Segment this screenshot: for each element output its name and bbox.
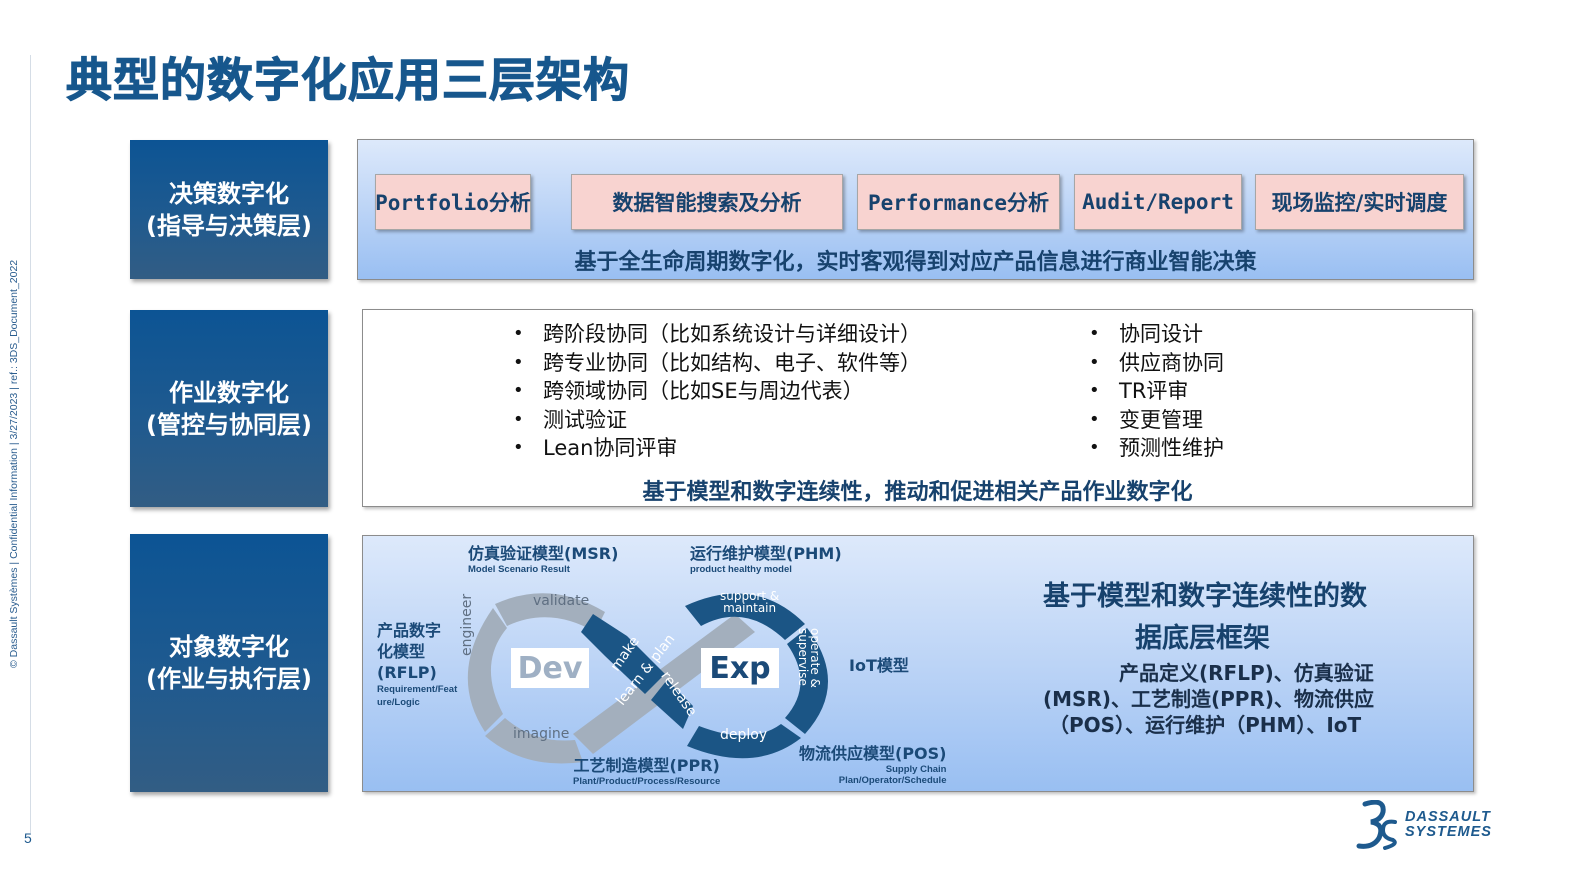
layer-label-decision: 决策数字化 (指导与决策层) (130, 140, 328, 279)
logo-text: DASSAULT SYSTEMES (1405, 810, 1492, 840)
model-msr: 仿真验证模型(MSR) Model Scenario Result (468, 540, 618, 575)
chip-portfolio-analysis[interactable]: Portfolio分析 (375, 174, 531, 230)
model-pos-subtitle-1: Supply Chain (885, 764, 947, 775)
model-phm-title: 运行维护模型(PHM) (690, 544, 842, 563)
logo-line-2: SYSTEMES (1405, 824, 1492, 840)
chip-performance-analysis[interactable]: Performance分析 (857, 174, 1060, 230)
object-layer-panel: validate engineer imagine make learn & p… (362, 535, 1474, 792)
framework-heading-1: 基于模型和数字连续性的数 (1043, 581, 1367, 612)
chip-audit-report[interactable]: Audit/Report (1074, 174, 1242, 230)
layer-label-subtitle: (作业与执行层) (146, 665, 312, 693)
operation-layer-panel: 跨阶段协同（比如系统设计与详细设计） 跨专业协同（比如结构、电子、软件等） 跨领… (362, 309, 1473, 507)
list-item: 跨专业协同（比如结构、电子、软件等） (513, 349, 921, 378)
loop-step-operate-supervise: operate & supervise (796, 628, 822, 688)
supervise-line: supervise (796, 628, 810, 686)
framework-body-1: 产品定义(RFLP)、仿真验证 (1119, 661, 1374, 685)
model-rflp-title-3: (RFLP) (377, 663, 437, 682)
layer-label-object: 对象数字化 (作业与执行层) (130, 534, 328, 792)
slide-title: 典型的数字化应用三层架构 (66, 53, 630, 108)
data-framework-description: 基于模型和数字连续性的数 据底层框架 产品定义(RFLP)、仿真验证 (MSR)… (1043, 576, 1463, 738)
framework-body-2: (MSR)、工艺制造(PPR)、物流供应 (1043, 687, 1374, 711)
list-item: 测试验证 (513, 406, 921, 435)
model-pos-subtitle-2: Plan/Operator/Schedule (838, 775, 947, 786)
list-item: 跨阶段协同（比如系统设计与详细设计） (513, 320, 921, 349)
layer-label-operation: 作业数字化 (管控与协同层) (130, 310, 328, 507)
model-pos-title: 物流供应模型(POS) (799, 744, 947, 763)
layer-label-title: 对象数字化 (169, 633, 289, 661)
model-msr-title: 仿真验证模型(MSR) (468, 544, 619, 563)
list-item: TR评审 (1089, 377, 1224, 406)
list-item: Lean协同评审 (513, 434, 921, 463)
loop-step-support-maintain: support & maintain (720, 590, 779, 614)
exp-label: Exp (701, 648, 779, 688)
model-msr-subtitle: Model Scenario Result (468, 564, 570, 575)
support-line: support & (720, 589, 780, 603)
loop-step-imagine: imagine (513, 726, 570, 742)
chip-data-intelligence-search[interactable]: 数据智能搜索及分析 (571, 174, 843, 230)
model-rflp-title-1: 产品数字 (377, 621, 442, 640)
layer-label-subtitle: (管控与协同层) (146, 410, 312, 439)
operation-layer-caption: 基于模型和数字连续性，推动和促进相关产品作业数字化 (642, 480, 1193, 505)
confidential-footer-note: © Dassault Systèmes | Confidential Infor… (8, 259, 20, 668)
3ds-logo-icon (1356, 800, 1397, 850)
framework-heading-2: 据底层框架 (1135, 623, 1270, 654)
model-iot: IoT模型 (849, 652, 909, 676)
model-ppr-subtitle: Plant/Product/Process/Resource (573, 776, 721, 787)
page-number: 5 (24, 830, 32, 846)
layer-label-title: 决策数字化 (169, 179, 289, 208)
decision-layer-caption: 基于全生命周期数字化，实时客观得到对应产品信息进行商业智能决策 (574, 250, 1257, 275)
framework-body-3: （POS）、运行维护（PHM）、IoT (1049, 713, 1362, 737)
model-rflp-subtitle-1: Requirement/Feat (377, 684, 458, 695)
model-pos: 物流供应模型(POS) Supply Chain Plan/Operator/S… (799, 740, 946, 786)
collaboration-list-right: 协同设计 供应商协同 TR评审 变更管理 预测性维护 (1089, 320, 1224, 463)
model-rflp-subtitle-2: ure/Logic (377, 697, 420, 708)
loop-step-validate: validate (533, 593, 590, 609)
list-item: 供应商协同 (1089, 349, 1224, 378)
dev-label: Dev (511, 648, 589, 688)
model-rflp: 产品数字 化模型 (RFLP) Requirement/Feat ure/Log… (377, 620, 457, 709)
dassault-logo: DASSAULT SYSTEMES (1355, 800, 1492, 850)
model-phm-subtitle: product healthy model (690, 564, 792, 575)
operate-line: operate & (808, 628, 822, 688)
layer-label-subtitle: (指导与决策层) (146, 211, 312, 240)
model-phm: 运行维护模型(PHM) product healthy model (690, 540, 842, 575)
collaboration-list-left: 跨阶段协同（比如系统设计与详细设计） 跨专业协同（比如结构、电子、软件等） 跨领… (513, 320, 921, 463)
model-ppr-title: 工艺制造模型(PPR) (573, 756, 720, 775)
loop-step-deploy: deploy (720, 727, 768, 743)
model-iot-title: IoT模型 (849, 656, 909, 675)
logo-line-1: DASSAULT (1405, 809, 1491, 825)
list-item: 协同设计 (1089, 320, 1224, 349)
loop-step-engineer: engineer (459, 593, 475, 656)
model-ppr: 工艺制造模型(PPR) Plant/Product/Process/Resour… (573, 752, 720, 787)
list-item: 变更管理 (1089, 406, 1224, 435)
model-rflp-title-2: 化模型 (377, 642, 426, 661)
list-item: 预测性维护 (1089, 434, 1224, 463)
decision-layer-panel: Portfolio分析 数据智能搜索及分析 Performance分析 Audi… (357, 139, 1474, 280)
left-margin-rule (30, 55, 31, 835)
layer-label-title: 作业数字化 (169, 378, 289, 407)
maintain-line: maintain (723, 601, 777, 615)
list-item: 跨领域协同（比如SE与周边代表） (513, 377, 921, 406)
chip-site-monitoring[interactable]: 现场监控/实时调度 (1255, 174, 1464, 230)
